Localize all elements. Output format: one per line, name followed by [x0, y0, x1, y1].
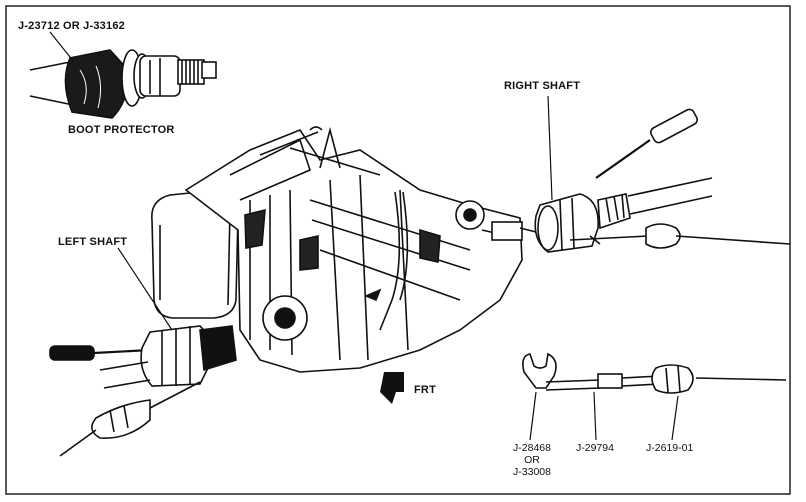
tool-extension-label: J-29794 [576, 442, 614, 454]
left-shaft-illustration [49, 247, 237, 457]
right-shaft-illustration [534, 95, 791, 253]
transaxle-illustration [151, 126, 537, 373]
figure-frame [5, 5, 791, 495]
tool-fork-line-1: J-28468 [513, 442, 551, 454]
tool-fork-label: J-28468 OR J-33008 [502, 442, 562, 478]
front-arrow [380, 372, 404, 404]
boot-protector-label: BOOT PROTECTOR [68, 124, 175, 136]
boot-protector-illustration [29, 31, 217, 119]
tool-fork-line-2: OR [524, 454, 540, 466]
tool-set-illustration [522, 352, 787, 441]
right-shaft-label: RIGHT SHAFT [504, 80, 581, 92]
left-shaft-label: LEFT SHAFT [58, 236, 128, 248]
tool-slide-hammer-label: J-2619-01 [646, 442, 694, 454]
front-label: FRT [414, 384, 436, 396]
boot-tool-label: J-23712 OR J-33162 [18, 20, 125, 32]
tool-fork-line-3: J-33008 [513, 466, 551, 478]
